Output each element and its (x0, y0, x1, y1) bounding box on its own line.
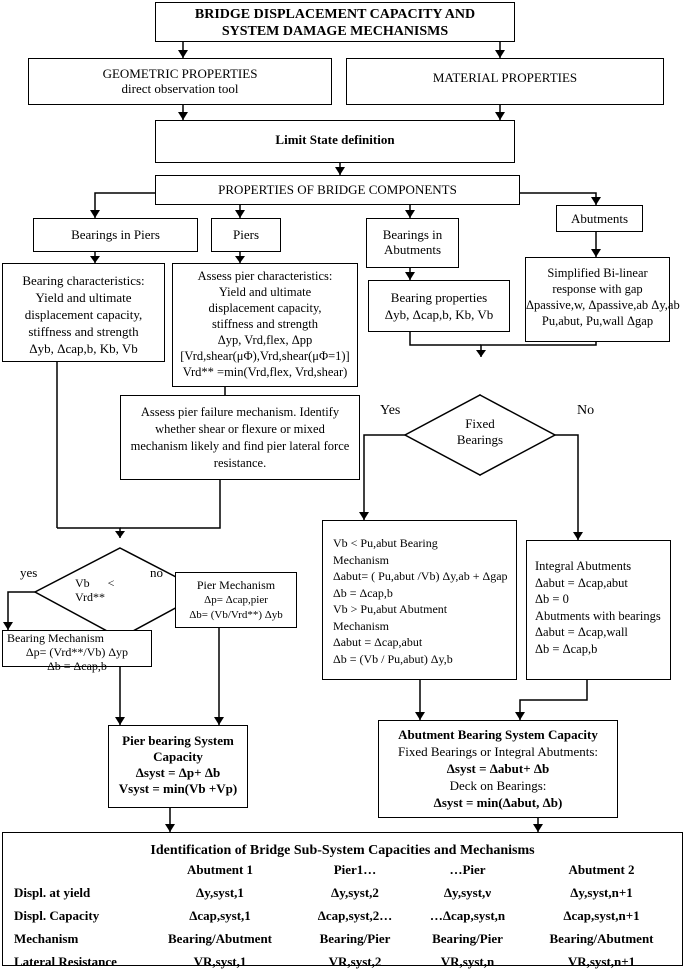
abutments-box: Abutments (556, 205, 643, 232)
col-header: Abutment 2 (568, 861, 635, 877)
col-header: …Pier (449, 861, 486, 877)
vb-compare-label: Vb <Vrd** (75, 576, 115, 604)
components-box: PROPERTIES OF BRIDGE COMPONENTS (155, 175, 520, 205)
subsystem-table-box: Identification of Bridge Sub-System Capa… (2, 832, 683, 966)
bearings-piers-box: Bearings in Piers (33, 218, 198, 252)
material-properties-box: MATERIAL PROPERTIES (346, 58, 664, 105)
limit-state-box: Limit State definition (155, 120, 515, 163)
col-header: Pier1… (333, 861, 377, 877)
yes-label: Yes (380, 403, 401, 418)
yes-lc-label: yes (20, 565, 38, 580)
table-header-row: Abutment 1 Pier1… …Pier Abutment 2 (10, 858, 678, 881)
no-label: No (577, 403, 595, 418)
pier-characteristics-box: Assess pier characteristics:Yield and ul… (172, 263, 358, 387)
no-lc-label: no (150, 565, 163, 580)
subsystem-table: Abutment 1 Pier1… …Pier Abutment 2 Displ… (10, 858, 678, 973)
bearing-characteristics-box: Bearing characteristics:Yield and ultima… (2, 263, 165, 362)
piers-box: Piers (211, 218, 281, 252)
col-header: Abutment 1 (186, 861, 254, 877)
table-title: Identification of Bridge Sub-System Capa… (150, 843, 535, 858)
